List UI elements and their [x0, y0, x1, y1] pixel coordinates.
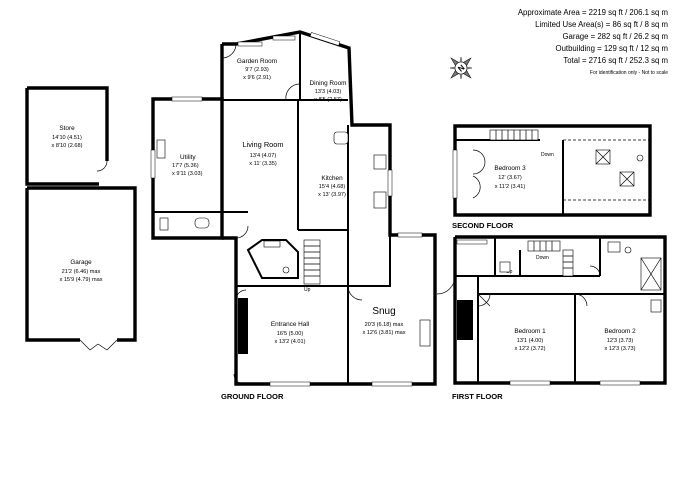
utility-label: Utility	[180, 154, 196, 161]
area-outbuilding: Outbuilding = 129 sq ft / 12 sq m	[556, 44, 668, 53]
disclaimer: For identification only - Not to scale	[590, 70, 668, 76]
first-floor: Down Up Bedroom 1 13'1 (4.00) x 12'2 (3.…	[436, 235, 667, 401]
store-dim-2: x 8'10 (2.68)	[52, 143, 83, 149]
bedroom2-dim-1: 12'3 (3.73)	[607, 338, 634, 344]
dining-room-dim-1: 13'3 (4.03)	[315, 89, 342, 95]
bedroom3-dim-2: x 11'2 (3.41)	[495, 184, 526, 190]
living-room-label: Living Room	[242, 140, 283, 149]
dining-room-dim-2: x 8'5 (2.57)	[314, 97, 342, 103]
garden-room-dim-2: x 9'6 (2.91)	[243, 75, 271, 81]
garage-room: Garage 21'2 (6.46) max x 15'9 (4.79) max	[25, 186, 137, 351]
utility-dim-1: 17'7 (5.36)	[172, 163, 199, 169]
bedroom1-dim-2: x 12'2 (3.72)	[515, 346, 546, 352]
garage-label: Garage	[70, 259, 92, 266]
entrance-hall-label: Entrance Hall	[271, 321, 309, 328]
bedroom3-label: Bedroom 3	[494, 165, 526, 172]
ground-stairs	[303, 239, 321, 285]
ground-floor-title: GROUND FLOOR	[221, 392, 284, 401]
first-stairs-down-label: Down	[536, 255, 549, 261]
garage-dim-1: 21'2 (6.46) max	[62, 269, 101, 275]
entrance-hall-dim-2: x 13'2 (4.01)	[275, 339, 306, 345]
garden-room-label: Garden Room	[237, 58, 277, 65]
second-floor: Down Bedroom 3 12' (3.67) x 11'2 (3.41) …	[452, 124, 652, 230]
bedroom1-label: Bedroom 1	[514, 328, 546, 335]
bedroom2-label: Bedroom 2	[604, 328, 636, 335]
dining-room-label: Dining Room	[310, 80, 347, 87]
living-room-dim-1: 13'4 (4.07)	[250, 153, 277, 159]
snug-dim-2: x 12'6 (3.81) max	[362, 330, 405, 336]
store-label: Store	[59, 125, 75, 132]
ground-stairs-up-label: Up	[304, 287, 311, 293]
bedroom1-dim-1: 13'1 (4.00)	[517, 338, 544, 344]
kitchen-label: Kitchen	[321, 175, 343, 182]
snug-label: Snug	[372, 306, 395, 317]
compass-icon: N	[449, 56, 473, 80]
second-stairs-down-label: Down	[541, 152, 554, 158]
area-approximate: Approximate Area = 2219 sq ft / 206.1 sq…	[518, 8, 668, 17]
second-floor-title: SECOND FLOOR	[452, 221, 514, 230]
kitchen-dim-1: 15'4 (4.68)	[319, 184, 346, 190]
compass-north-label: N	[456, 63, 466, 74]
area-garage: Garage = 282 sq ft / 26.2 sq m	[562, 32, 668, 41]
bedroom3-dim-1: 12' (3.67)	[498, 175, 522, 181]
area-total: Total = 2716 sq ft / 252.3 sq m	[563, 56, 668, 65]
entrance-hall-dim-1: 16'5 (5.00)	[277, 331, 304, 337]
kitchen-dim-2: x 13' (3.97)	[318, 192, 346, 198]
snug-dim-1: 20'3 (6.18) max	[365, 322, 404, 328]
garage-dim-2: x 15'9 (4.79) max	[59, 277, 102, 283]
area-limited-use: Limited Use Area(s) = 86 sq ft / 8 sq m	[535, 20, 668, 29]
garden-room-dim-1: 9'7 (2.93)	[245, 67, 269, 73]
bedroom2-dim-2: x 12'3 (3.73)	[605, 346, 636, 352]
store-room: Store 14'10 (4.51) x 8'10 (2.68)	[25, 86, 109, 186]
area-summary: Approximate Area = 2219 sq ft / 206.1 sq…	[518, 8, 668, 76]
utility-dim-2: x 9'11 (3.03)	[172, 171, 203, 177]
ground-floor: Up Garden Room 9'7 (2.93) x 9'6 (2.91) D…	[150, 30, 437, 401]
store-dim-1: 14'10 (4.51)	[52, 135, 82, 141]
first-floor-title: FIRST FLOOR	[452, 392, 503, 401]
living-room-dim-2: x 11' (3.35)	[249, 161, 277, 167]
